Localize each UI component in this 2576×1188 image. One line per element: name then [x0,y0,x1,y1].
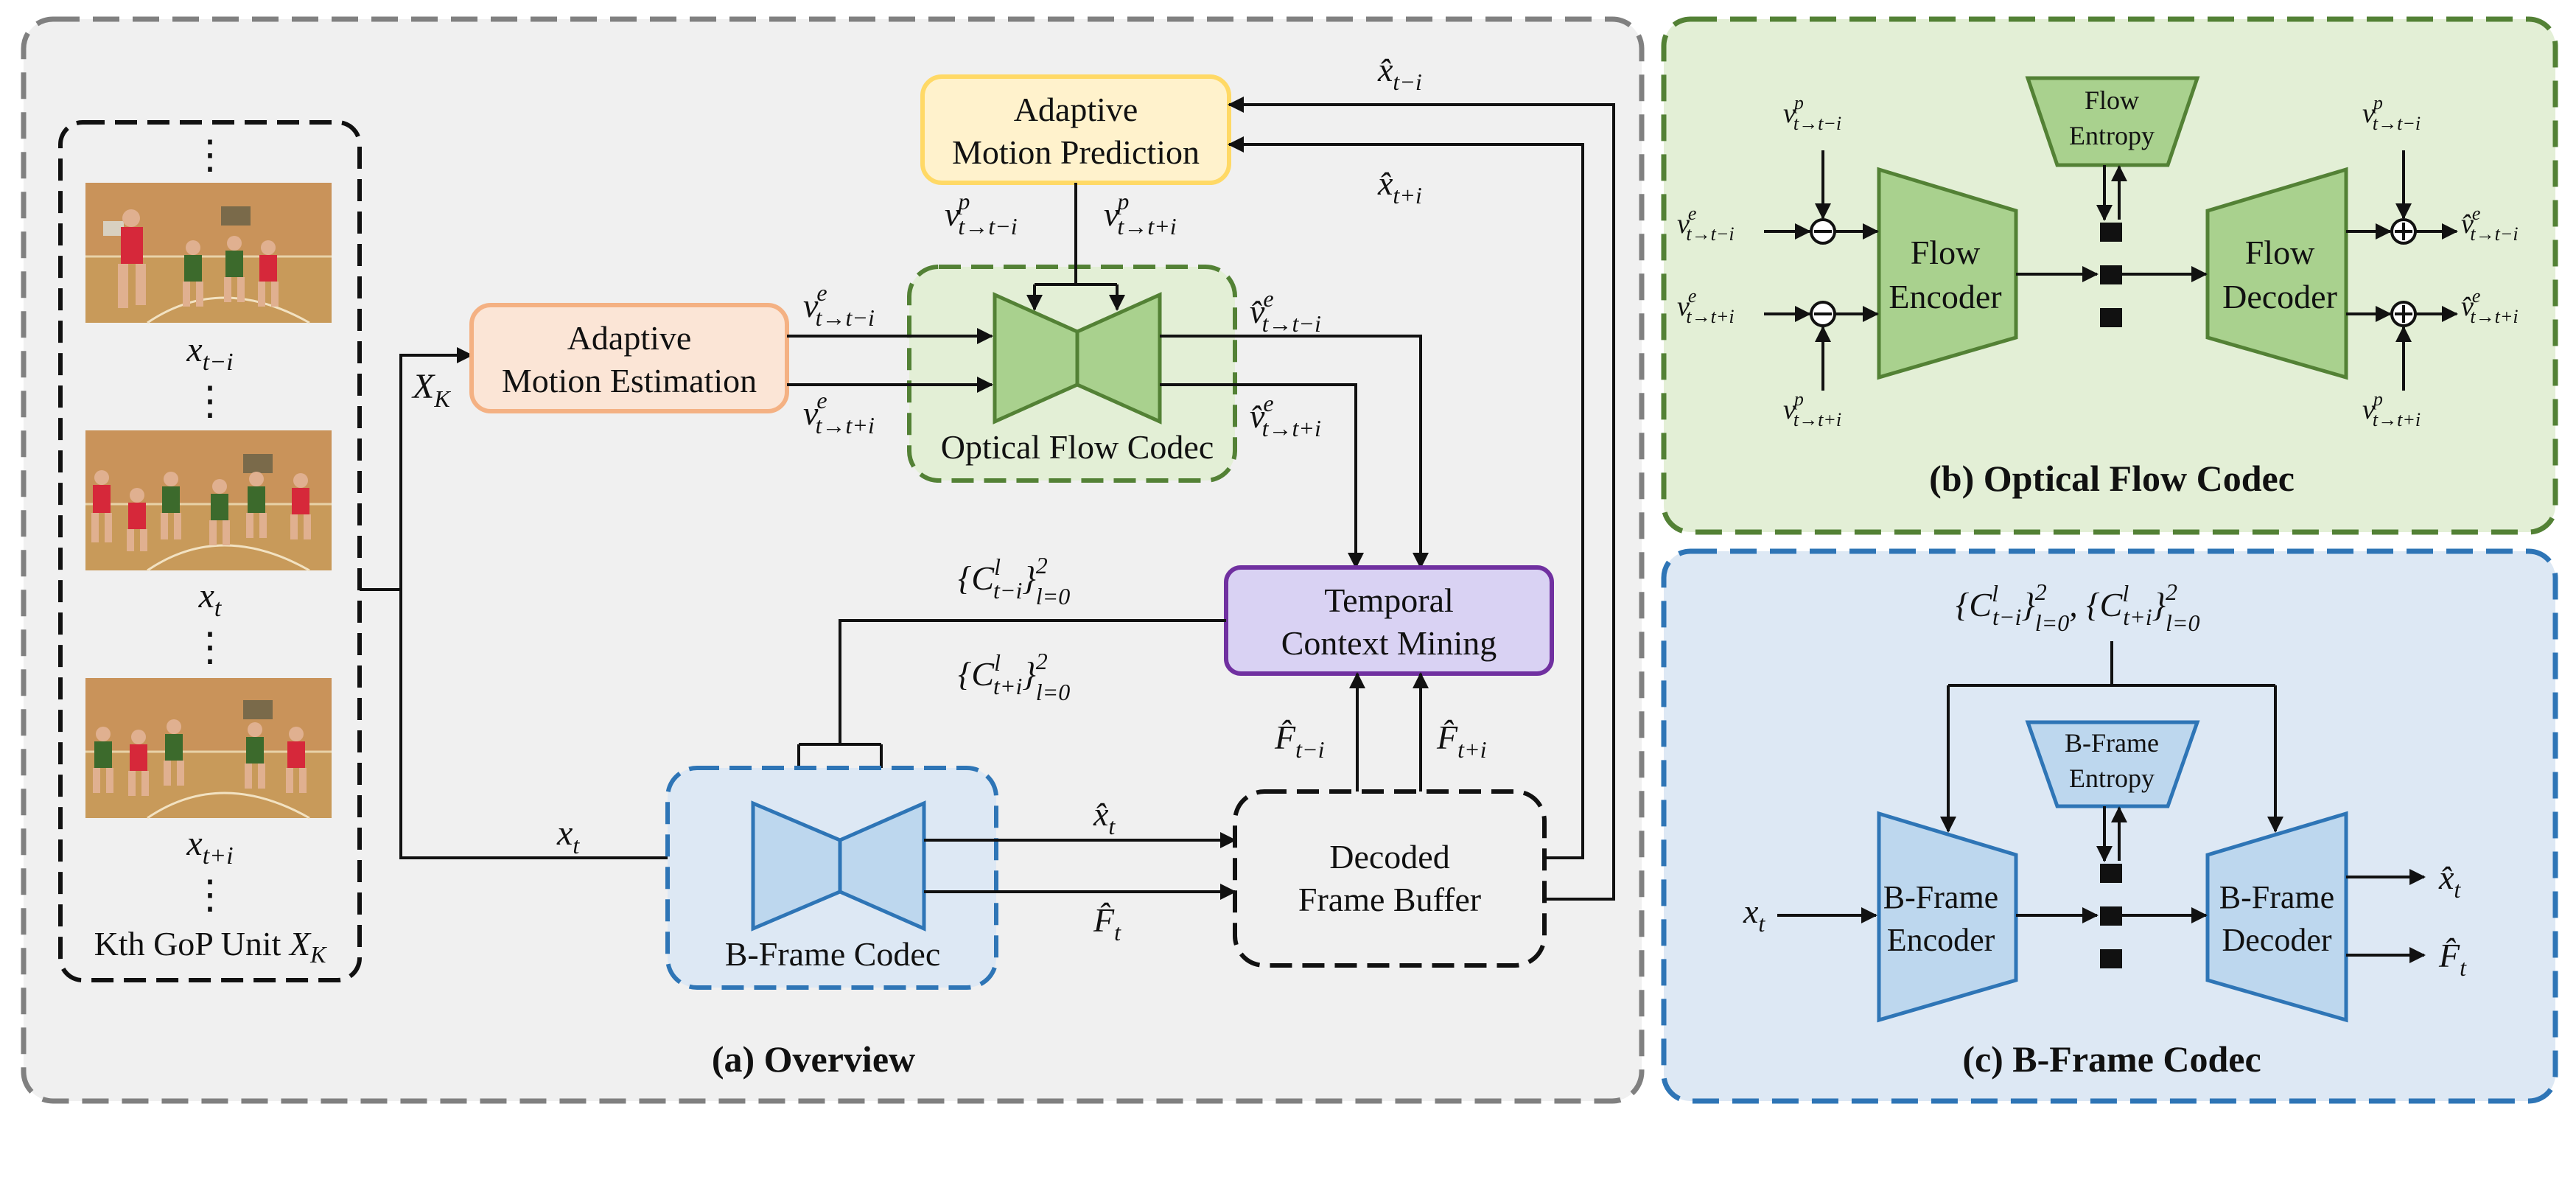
quantized-block [2100,265,2122,284]
frame-buffer-box [1233,789,1547,968]
bframe-entropy-label: Entropy [2069,764,2155,793]
bframe-xt-in: xt [1743,892,1765,937]
motion-estimation-label: Motion Estimation [502,362,757,399]
flow-decoder-shape [2205,167,2348,380]
bframe-entropy-label: B-Frame [2065,728,2159,758]
bframe-encoder-label: B-Frame [1883,879,1998,915]
motion-prediction-label: Adaptive [1014,91,1138,128]
bframe-decoder-label: B-Frame [2219,879,2334,915]
flow-entropy-label: Flow [2085,85,2139,115]
xhat-t-label: x̂t [1093,795,1116,839]
flow-decoder-label: Decoder [2222,278,2337,315]
bframe-xhat-out: x̂t [2438,859,2461,903]
bframe-caption: (c) B-Frame Codec [1962,1038,2261,1080]
flow-encoder-shape [1877,167,2018,380]
motion-estimation-label: Adaptive [567,319,692,357]
xhat-minus-label: x̂t−i [1377,51,1422,95]
fhat-t-label: F̂t [1093,901,1121,946]
motion-estimation-box [469,303,789,413]
quantized-block [2100,308,2122,327]
gop-output-line [399,590,744,866]
fhat-plus-label: F̂t+i [1436,719,1486,763]
temporal-context-label: Temporal [1324,581,1454,619]
frame-buffer-label: Frame Buffer [1298,881,1481,918]
frame-label-t-minus-i: xt−i [186,330,233,376]
frame-label-t: xt [198,576,223,622]
bframe-fhat-out: F̂t [2438,937,2467,981]
quantized-block [2100,223,2122,242]
optical-flow-caption: (b) Optical Flow Codec [1929,458,2295,499]
frame-image-t [85,430,332,572]
frame-image-t-plus-i [85,678,332,820]
quantized-block [2100,906,2122,926]
xhat-plus-label: x̂t+i [1377,164,1422,209]
bframe-encoder-shape [1877,811,2018,1023]
bframe-decoder-label: Decoder [2222,922,2331,958]
bframe-codec-label: B-Frame Codec [725,935,941,973]
optical-flow-codec-label: Optical Flow Codec [941,428,1214,466]
flow-encoder-label: Encoder [1889,278,2001,315]
flow-decoder-label: Flow [2245,234,2315,271]
xt-input-label: xt [556,814,580,859]
frame-buffer-label: Decoded [1329,838,1449,876]
gop-dots: ⋮ [190,133,230,177]
bframe-decoder-shape [2205,811,2348,1023]
flow-entropy-shape [2025,76,2200,167]
quantized-block [2100,864,2122,883]
bframe-panel [1661,548,2558,1104]
gop-unit-label: Kth GoP Unit XK [94,925,328,968]
gop-output-line [360,347,473,591]
temporal-context-label: Context Mining [1281,624,1497,662]
flow-entropy-label: Entropy [2069,121,2155,150]
xk-label: XK [411,367,451,412]
bframe-entropy-shape [2025,720,2200,808]
gop-dots: ⋮ [190,625,230,669]
fhat-minus-label: F̂t−i [1274,719,1324,763]
motion-prediction-label: Motion Prediction [952,133,1200,171]
bframe-encoder-label: Encoder [1887,922,1995,958]
gop-unit-box [58,120,362,982]
gop-dots: ⋮ [190,873,230,917]
gop-dots: ⋮ [190,379,230,423]
frame-label-t-plus-i: xt+i [186,824,233,870]
frame-image-t-minus-i [85,183,332,324]
flow-encoder-label: Flow [1911,234,1981,271]
quantized-block [2100,949,2122,968]
overview-caption: (a) Overview [712,1038,915,1080]
